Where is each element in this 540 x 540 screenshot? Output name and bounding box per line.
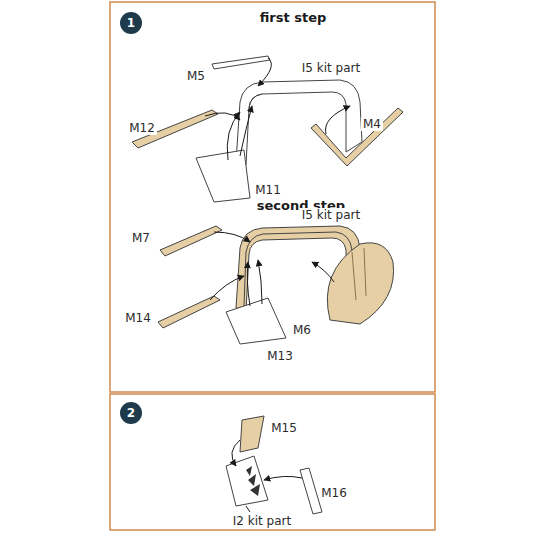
step-title: first step xyxy=(258,11,329,25)
etched-strip xyxy=(240,416,264,452)
kit-part-detail xyxy=(246,466,260,496)
etched-strip xyxy=(158,296,220,328)
part-label: M15 xyxy=(269,421,299,435)
arrow xyxy=(247,262,250,306)
arrow xyxy=(326,106,351,134)
part-label: M11 xyxy=(253,183,283,197)
etched-strip xyxy=(160,226,222,256)
kit-part xyxy=(226,456,268,506)
step-number-text: 1 xyxy=(127,16,135,30)
step-number-text: 2 xyxy=(127,406,135,420)
etched-frame xyxy=(226,298,286,344)
arrow xyxy=(312,262,334,282)
etched-panel xyxy=(327,243,393,324)
part-label: M4 xyxy=(361,117,383,131)
step-panel xyxy=(110,394,435,530)
part-label: I5 kit part xyxy=(300,61,362,75)
part-label: M14 xyxy=(123,311,153,325)
arrow xyxy=(258,260,262,304)
etched-strip xyxy=(212,56,270,69)
part-label: I5 kit part xyxy=(300,208,362,222)
etched-frame xyxy=(196,150,250,202)
arrow xyxy=(240,106,252,156)
arrow xyxy=(210,276,244,300)
part-label: M6 xyxy=(291,323,313,337)
part-label: M13 xyxy=(265,349,295,363)
arrow xyxy=(264,476,302,480)
part-label: M12 xyxy=(127,121,157,135)
arrow xyxy=(232,440,240,466)
canopy-part xyxy=(236,80,362,165)
step-number: 1 xyxy=(120,12,142,34)
part-label: M7 xyxy=(130,231,152,245)
arrow xyxy=(227,112,240,160)
part-label: I2 kit part xyxy=(231,514,293,528)
arrow xyxy=(258,58,271,86)
step-number: 2 xyxy=(120,402,142,424)
part-label: M16 xyxy=(319,486,349,500)
step-panel xyxy=(110,2,435,392)
etched-strip xyxy=(311,108,403,166)
leader-line xyxy=(246,506,250,512)
arrow xyxy=(214,232,250,242)
part-label: M5 xyxy=(185,69,207,83)
